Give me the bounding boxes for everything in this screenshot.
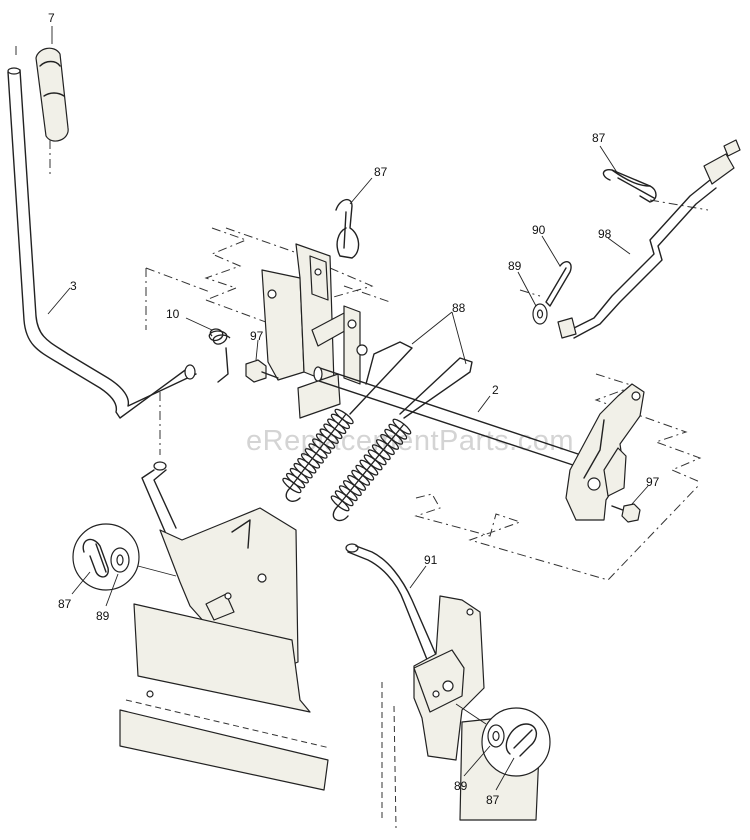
- callout-89-right-detail: 89: [454, 779, 468, 793]
- right-pivot-bracket[interactable]: [565, 383, 645, 521]
- detail-circle-left: [72, 523, 177, 591]
- part-88-spring-left[interactable]: [285, 341, 413, 502]
- callout-87-top: 87: [374, 165, 388, 179]
- callout-89-right: 89: [508, 259, 522, 273]
- spring-coil-turn: [282, 477, 302, 494]
- callout-91: 91: [424, 553, 438, 567]
- callout-87-left-detail: 87: [58, 597, 72, 611]
- part-87-clip-detail-right[interactable]: [505, 723, 537, 757]
- left-deck-plate: [119, 603, 331, 791]
- callout-87-right-detail: 87: [486, 793, 500, 807]
- callout-7: 7: [48, 11, 55, 25]
- left-lift-link[interactable]: [141, 461, 179, 541]
- right-frame-bracket[interactable]: [413, 595, 485, 761]
- callout-97-left: 97: [250, 329, 264, 343]
- assembly-outline-rod-98: [519, 199, 709, 297]
- callout-10: 10: [166, 307, 180, 321]
- assembly-outline-left: [145, 227, 283, 330]
- part-98-adjuster-rod[interactable]: [557, 139, 741, 339]
- callout-2: 2: [492, 383, 499, 397]
- spring-coil-turn: [330, 495, 350, 512]
- callout-98: 98: [598, 227, 612, 241]
- part-2-lift-shaft[interactable]: [313, 366, 585, 469]
- callout-3: 3: [70, 279, 77, 293]
- callout-88: 88: [452, 301, 466, 315]
- part-10-torsion-spring[interactable]: [208, 328, 231, 383]
- detail-circle-right: [455, 703, 551, 777]
- part-97-bolt-right[interactable]: [611, 503, 641, 523]
- part-87-clip-detail-left[interactable]: [82, 538, 109, 578]
- callout-90: 90: [532, 223, 546, 237]
- part-87-hairpin-clip-top[interactable]: [335, 199, 360, 259]
- part-91-lift-arm[interactable]: [345, 543, 449, 681]
- part-89-washer-detail-left[interactable]: [110, 547, 130, 573]
- spring-coils: [282, 408, 412, 512]
- part-89-washer-detail-right[interactable]: [487, 724, 505, 748]
- callout-89-left-detail: 89: [96, 609, 110, 623]
- callout-97-right: 97: [646, 475, 660, 489]
- part-89-washer-right[interactable]: [532, 303, 548, 325]
- part-7-handle-grip[interactable]: [15, 46, 69, 176]
- callout-87-right: 87: [592, 131, 606, 145]
- assembly-outline-upper: [225, 227, 391, 303]
- part-90-cotter-pin[interactable]: [545, 261, 572, 307]
- part-3-lift-lever[interactable]: [7, 67, 197, 455]
- part-87-hairpin-clip-right[interactable]: [602, 168, 657, 203]
- callout-labels: 7 3 10 97 87 88 2 87 90 98 89 97 91 87 8…: [48, 11, 660, 807]
- part-97-bolt-left[interactable]: [245, 359, 279, 383]
- leader-lines: [47, 26, 649, 791]
